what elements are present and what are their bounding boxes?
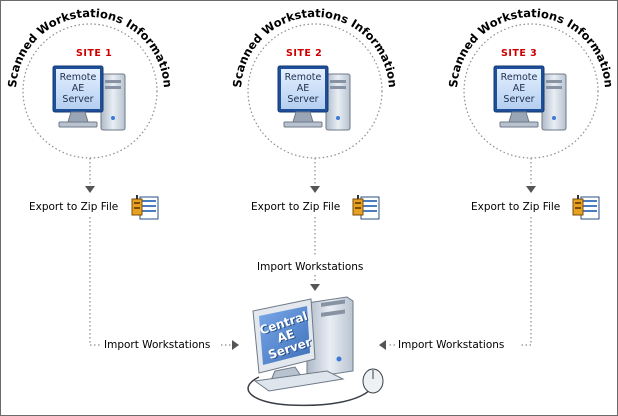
import-label-left: Import Workstations <box>103 339 212 351</box>
zip-icon-site-2 <box>352 195 380 220</box>
central-server-icon <box>247 296 384 407</box>
connector-lines <box>89 158 532 346</box>
site-2-server-text: Remote AE Server <box>284 72 322 105</box>
site-3-server-icon <box>493 65 567 131</box>
site-2-server-icon <box>277 65 351 131</box>
arrow-down-site-3 <box>526 186 536 193</box>
site-3-server-text: Remote AE Server <box>500 72 538 105</box>
site-3-label: SITE 3 <box>501 48 538 59</box>
import-label-center: Import Workstations <box>256 261 365 273</box>
zip-icon-site-1 <box>131 195 159 220</box>
site-1-server-icon <box>52 65 126 131</box>
arrow-down-site-2 <box>310 186 320 193</box>
site-2-label: SITE 2 <box>286 48 323 59</box>
arrow-right-central <box>232 340 239 350</box>
arrow-left-central <box>379 340 386 350</box>
zip-icon-site-3 <box>572 195 600 220</box>
site-2-export-label: Export to Zip File <box>250 201 342 213</box>
arrow-down-site-1 <box>85 186 95 193</box>
arrow-down-central <box>310 284 320 291</box>
arrows <box>85 186 536 350</box>
import-label-right: Import Workstations <box>397 339 506 351</box>
site-1-label: SITE 1 <box>76 48 113 59</box>
site-1-server-text: Remote AE Server <box>59 72 97 105</box>
site-1-export-label: Export to Zip File <box>28 201 120 213</box>
site-3-export-label: Export to Zip File <box>470 201 562 213</box>
